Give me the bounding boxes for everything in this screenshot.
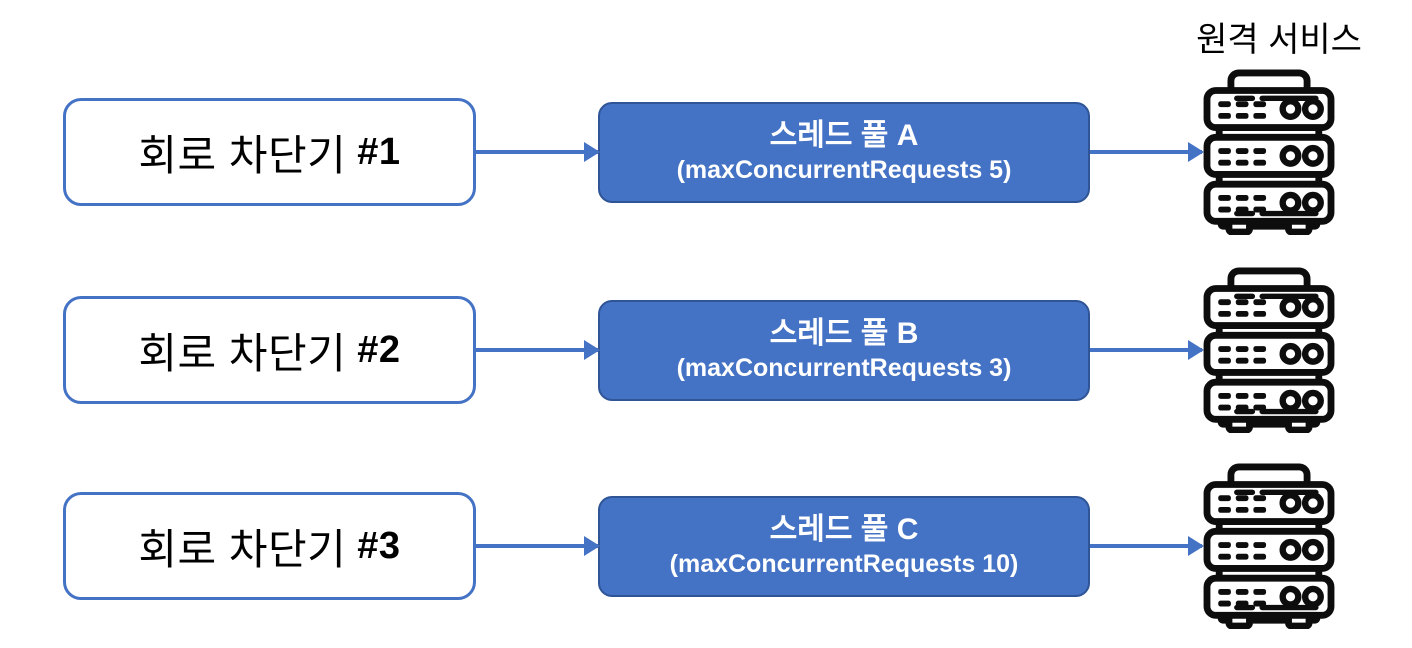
diagram-row-2: 회로 차단기 #2 스레드 풀 B (maxConcurrentRequests… [63,245,1336,455]
arrow-pool-to-service [1090,544,1202,548]
server-rack-icon [1202,267,1336,433]
arrow-pool-to-service [1090,150,1202,154]
thread-pool-subtitle: (maxConcurrentRequests 3) [676,353,1012,382]
circuit-breaker-number: #2 [357,328,401,371]
thread-pool-title: 스레드 풀 B [769,317,919,351]
server-rack-icon [1202,463,1336,629]
circuit-breaker-box-2: 회로 차단기 #2 [63,296,476,404]
circuit-breaker-box-1: 회로 차단기 #1 [63,98,476,206]
circuit-breaker-label: 회로 차단기 [138,525,347,573]
circuit-breaker-number: #3 [357,524,401,567]
thread-pool-box-c: 스레드 풀 C (maxConcurrentRequests 10) [598,495,1090,597]
arrow-breaker-to-pool [476,150,598,154]
thread-pool-box-a: 스레드 풀 A (maxConcurrentRequests 5) [598,101,1090,203]
circuit-breaker-number: #1 [357,130,401,173]
thread-pool-title: 스레드 풀 A [769,119,919,153]
thread-pool-box-b: 스레드 풀 B (maxConcurrentRequests 3) [598,299,1090,401]
circuit-breaker-label: 회로 차단기 [138,329,347,377]
diagram-row-3: 회로 차단기 #3 스레드 풀 C (maxConcurrentRequests… [63,441,1336,648]
server-rack-icon [1202,69,1336,235]
thread-pool-subtitle: (maxConcurrentRequests 5) [676,155,1012,184]
thread-pool-title: 스레드 풀 C [769,513,919,547]
arrow-pool-to-service [1090,348,1202,352]
arrow-breaker-to-pool [476,348,598,352]
arrow-breaker-to-pool [476,544,598,548]
circuit-breaker-box-3: 회로 차단기 #3 [63,492,476,600]
remote-service-label: 원격 서비스 [1196,21,1362,59]
circuit-breaker-label: 회로 차단기 [138,131,347,179]
diagram-row-1: 회로 차단기 #1 스레드 풀 A (maxConcurrentRequests… [63,47,1336,257]
thread-pool-subtitle: (maxConcurrentRequests 10) [669,549,1019,578]
